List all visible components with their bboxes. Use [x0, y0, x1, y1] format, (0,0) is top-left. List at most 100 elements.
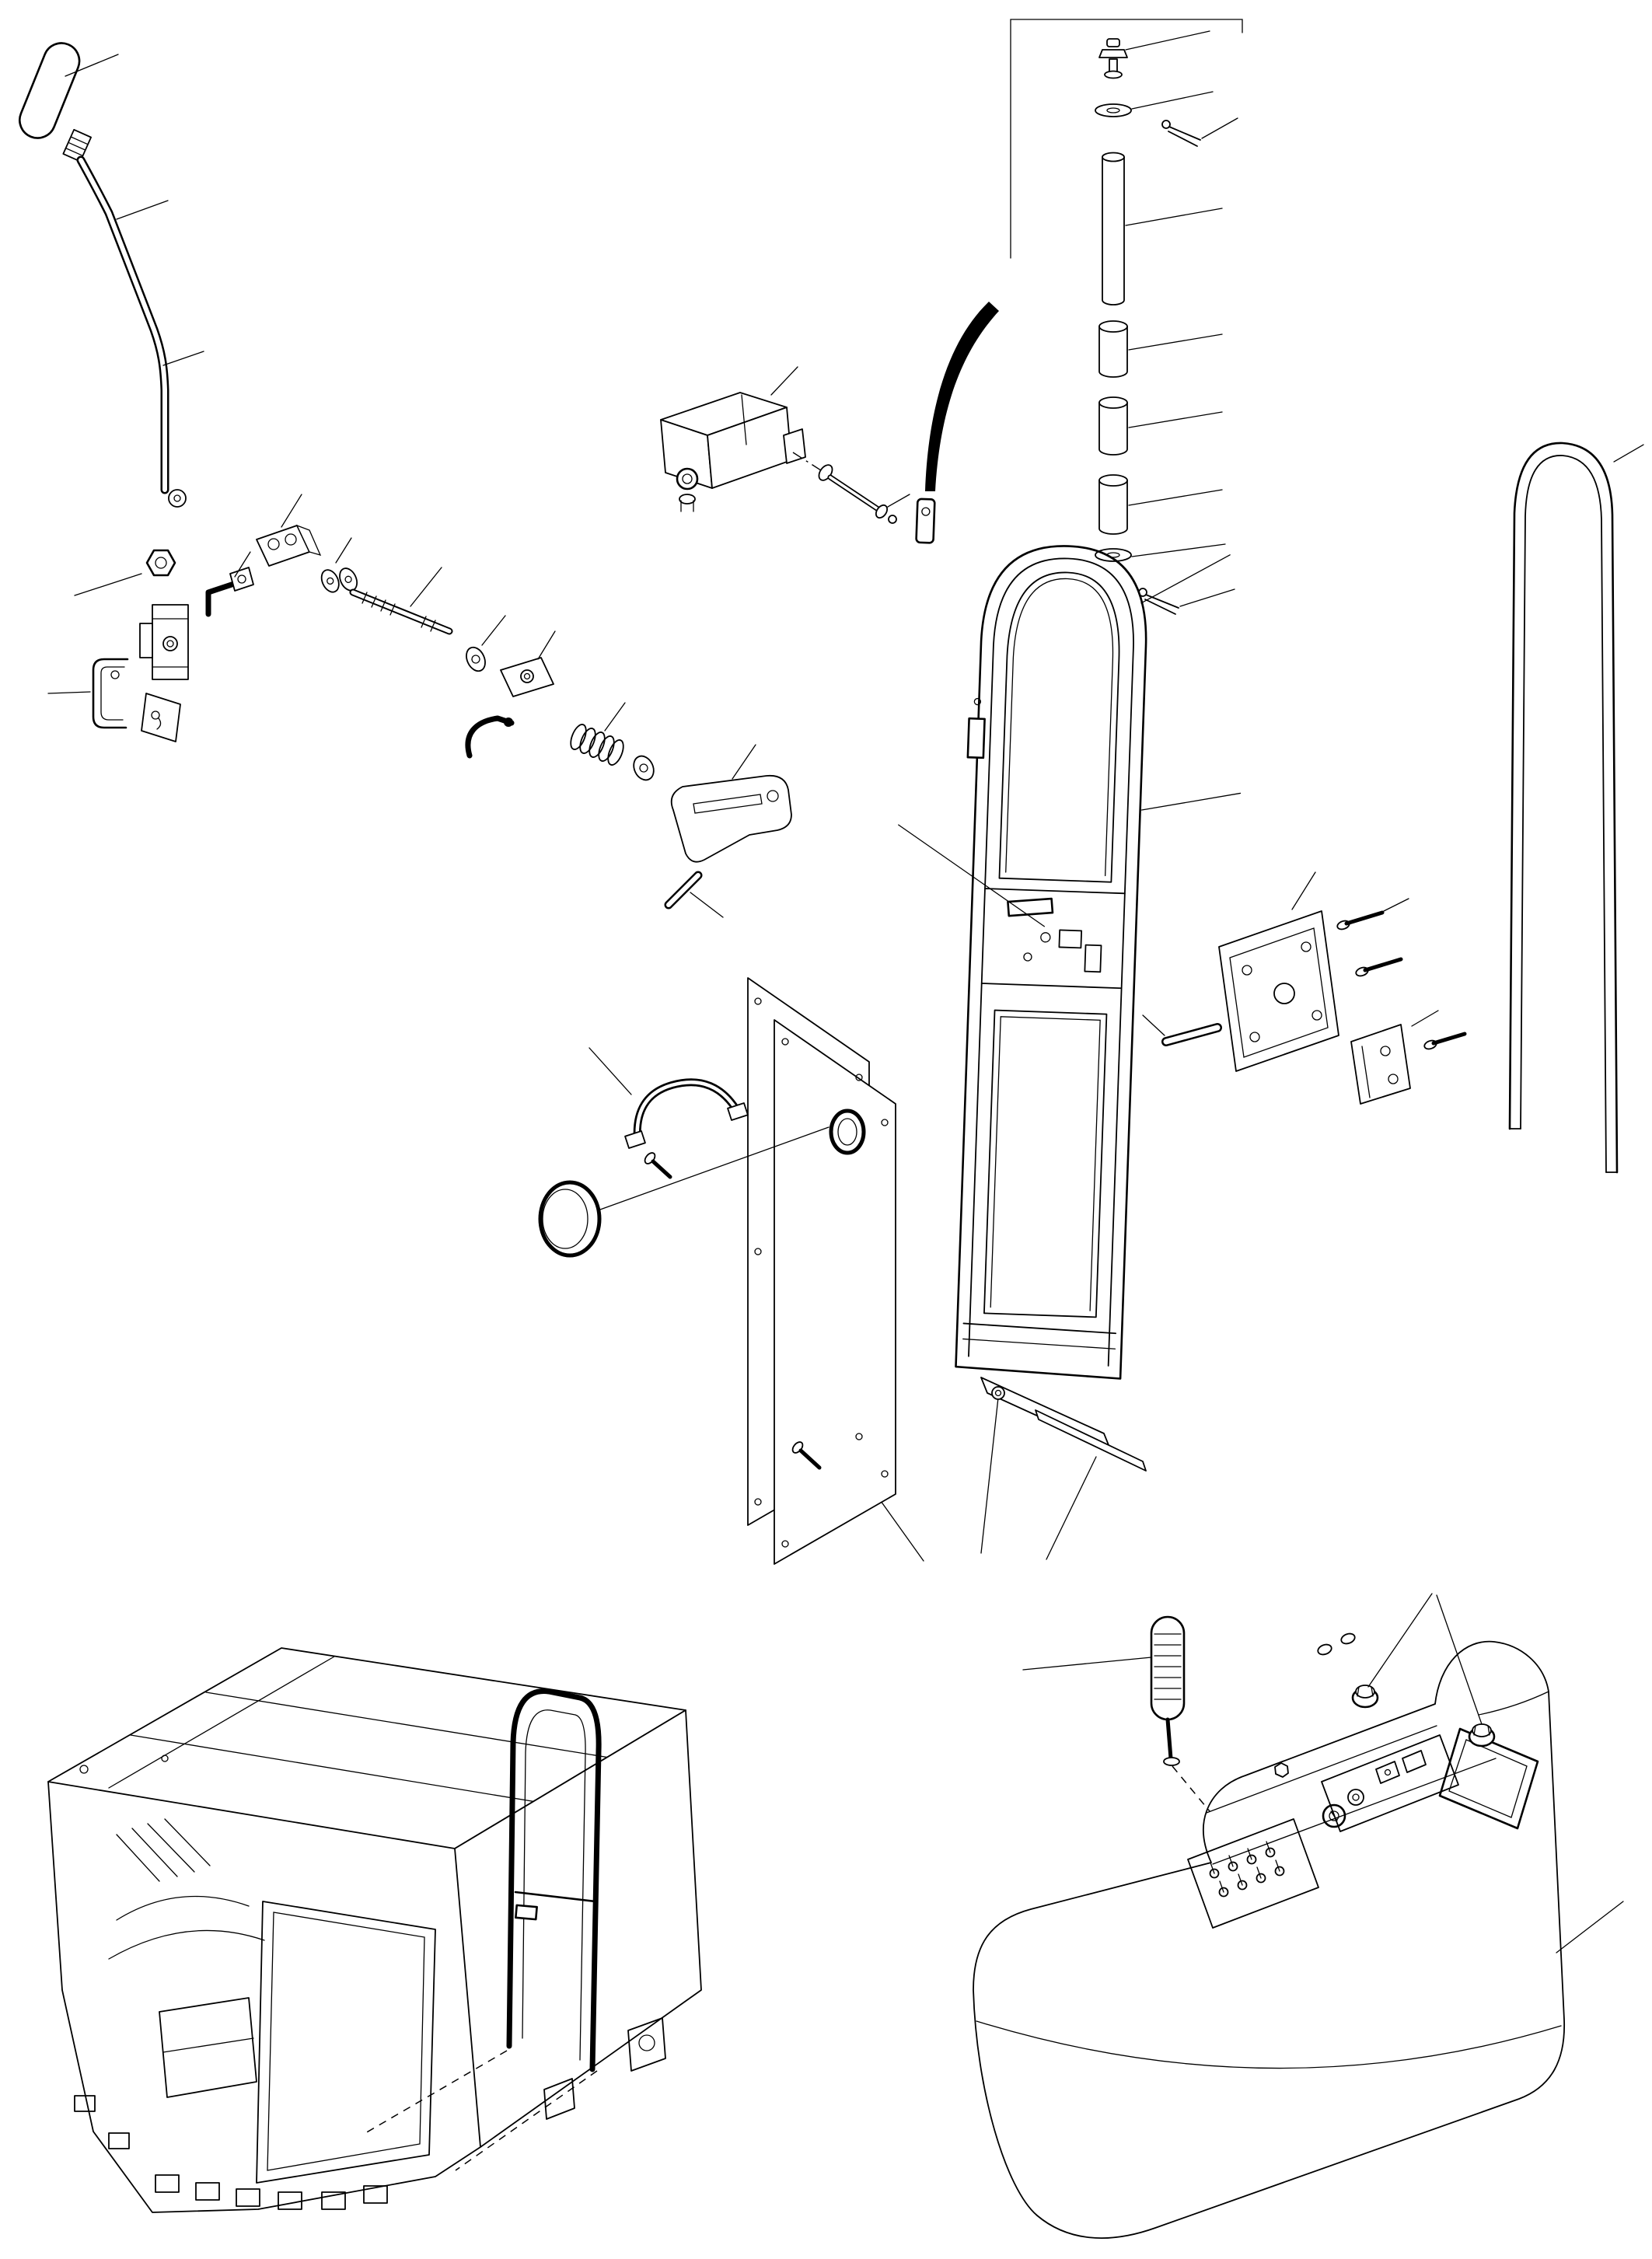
switch-plate-upper — [1321, 1734, 1459, 1832]
leader-line — [1556, 1901, 1624, 1953]
leader-line — [162, 351, 204, 366]
clevis-block — [500, 630, 556, 697]
leader-line — [481, 615, 506, 646]
control-knob — [1468, 1723, 1496, 1747]
hinge-bolt — [1355, 957, 1403, 977]
panel-screw — [791, 1441, 822, 1470]
leader-line — [1140, 554, 1231, 604]
hex-nut — [145, 549, 176, 577]
leader-line — [74, 573, 142, 596]
sill-bolt — [991, 1386, 1005, 1400]
round-cap-plug — [538, 1126, 829, 1258]
leader-line — [980, 1397, 999, 1554]
leader-line — [589, 1047, 632, 1095]
leader-line — [599, 1126, 829, 1210]
leader-line — [1125, 30, 1210, 51]
leader-line — [1125, 208, 1223, 226]
cotter-pin — [1138, 588, 1235, 615]
leader-line — [1201, 117, 1238, 139]
bushing — [1098, 474, 1223, 535]
weatherstrip-seal — [1508, 442, 1644, 1174]
toggle-switches — [1209, 1841, 1285, 1898]
flat-washer — [1095, 91, 1214, 117]
latch-lever-plate — [670, 744, 792, 863]
outer-panel-sheet — [774, 1019, 896, 1565]
leader-line — [1291, 871, 1316, 910]
mounting-feet — [74, 2095, 388, 2210]
rod-eyelet — [168, 489, 187, 508]
leader-line — [537, 630, 556, 660]
leader-line — [887, 494, 910, 508]
latch-handle-small — [205, 551, 254, 617]
leader-line — [281, 494, 302, 528]
leader-line — [1411, 1010, 1439, 1027]
washer — [466, 646, 486, 672]
leader-line — [47, 691, 91, 694]
hinge-pin — [1142, 1014, 1222, 1046]
link-block — [256, 494, 322, 567]
leader-line — [1436, 1594, 1483, 1725]
control-lever-assembly — [19, 42, 204, 742]
leader-line — [65, 54, 119, 77]
switch-plate-lower — [1187, 1818, 1319, 1929]
lever-grip — [19, 42, 81, 139]
leader-line — [732, 744, 756, 780]
leader-line — [1142, 1014, 1165, 1036]
leader-line — [234, 551, 251, 578]
hinge-bolt — [1336, 898, 1409, 930]
dowel-pin — [664, 871, 724, 918]
washer-pair — [320, 567, 358, 593]
frame-latch-bracket — [915, 498, 936, 544]
pull-handle — [589, 1047, 749, 1179]
leader-line — [1022, 1657, 1152, 1671]
corner-bracket — [1350, 1010, 1467, 1105]
console-assembly-view — [973, 1593, 1624, 2239]
installed-door-frame — [365, 1688, 602, 2171]
cab-body-view — [47, 1647, 702, 2213]
clevis-bracket — [139, 604, 189, 680]
leader-line — [1128, 333, 1223, 351]
panel-holes — [754, 997, 889, 1548]
leader-line — [770, 366, 798, 396]
hook-lever — [465, 715, 515, 759]
threaded-rod — [349, 567, 453, 635]
seal-section-arc — [925, 302, 999, 491]
leader-line — [1131, 543, 1226, 557]
leader-line — [1613, 444, 1644, 463]
hinge-plate-assembly — [1142, 871, 1467, 1105]
linkage-parts-chain — [205, 494, 792, 918]
leader-line — [1131, 91, 1214, 110]
cotter-pin — [1161, 117, 1238, 147]
rod-eyelet-hole — [173, 494, 181, 502]
threshold-strips — [853, 1377, 1147, 1562]
door-lock-assembly — [660, 366, 910, 524]
leader-line — [1128, 489, 1223, 506]
leader-line — [1140, 792, 1242, 811]
leader-line — [604, 702, 626, 731]
control-knob — [1351, 1685, 1379, 1709]
leader-line — [1128, 411, 1223, 428]
mounting-bolt — [818, 464, 910, 524]
door-panel-group — [538, 977, 896, 1565]
leader-line — [1367, 1593, 1433, 1688]
leader-line — [1046, 1456, 1097, 1560]
leader-line — [116, 200, 169, 220]
hinge-pivot-stack — [1095, 30, 1238, 615]
projection-line — [455, 2070, 598, 2171]
door-frame — [898, 498, 1242, 1380]
leader-line — [898, 824, 1045, 927]
grease-fitting — [1098, 30, 1210, 79]
pivot-tube — [1102, 152, 1223, 306]
leader-line — [690, 892, 724, 918]
leader-line — [335, 537, 352, 564]
washer — [633, 755, 655, 781]
flat-washer — [1095, 543, 1226, 562]
reference-corner-lines — [1010, 19, 1243, 259]
bushing — [1098, 396, 1223, 456]
side-bracket — [47, 658, 129, 729]
coil-spring — [570, 702, 626, 766]
grommet-hole — [829, 1109, 866, 1155]
bushing — [1098, 320, 1223, 378]
